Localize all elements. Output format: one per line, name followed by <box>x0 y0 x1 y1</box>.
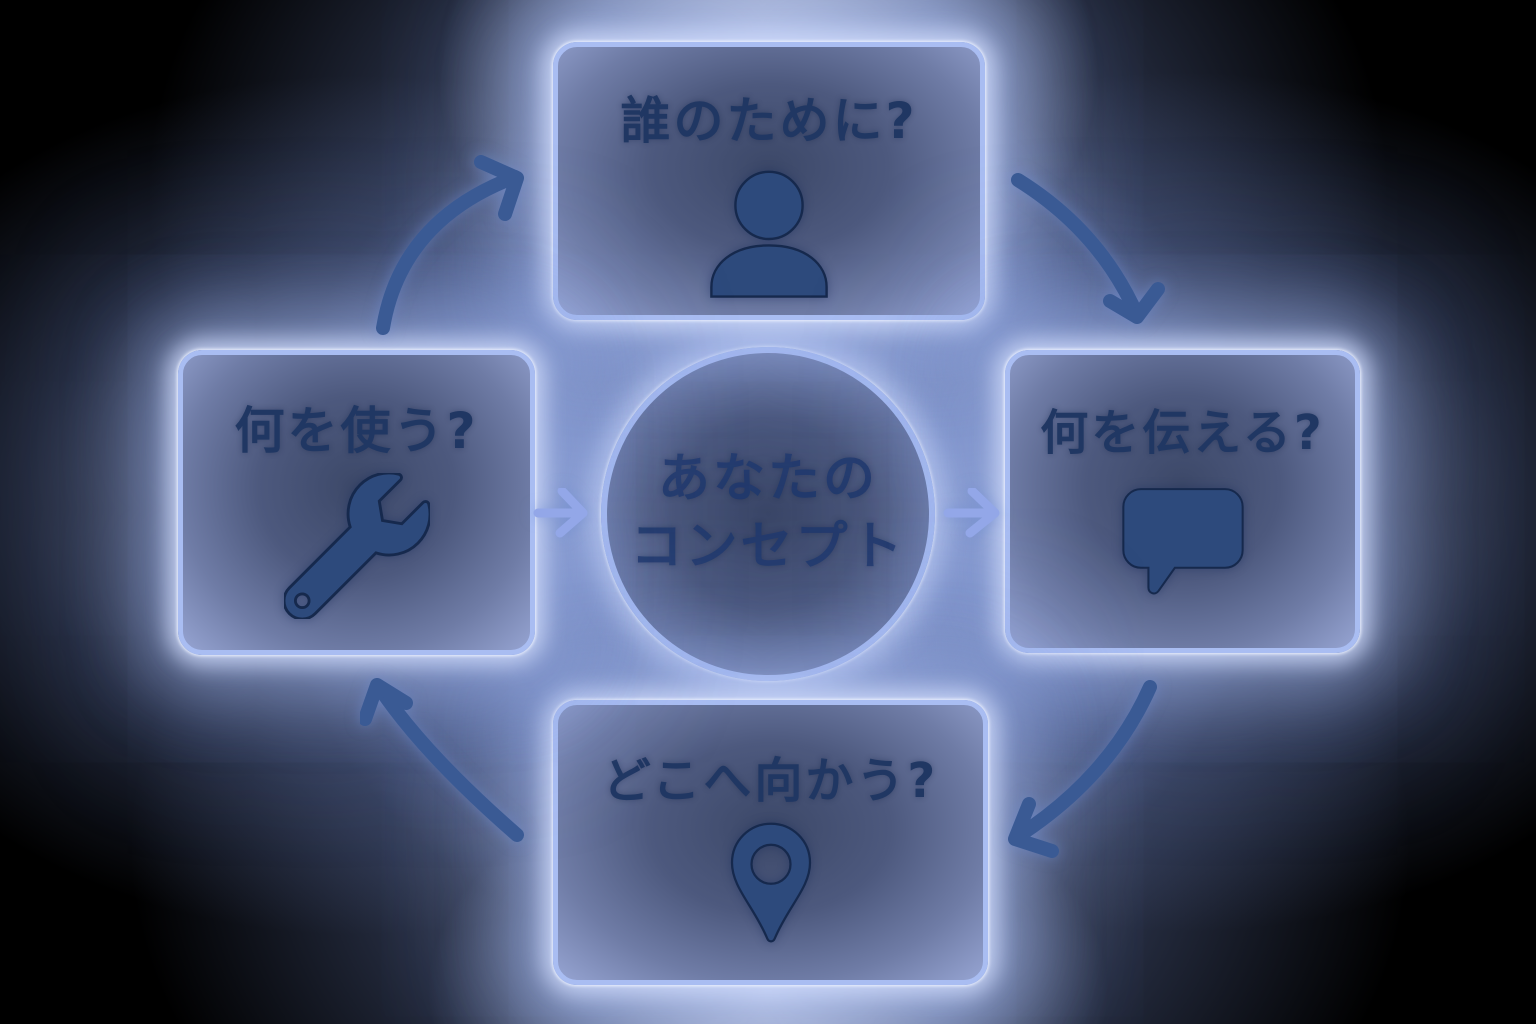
cycle-arrow-left-to-top <box>376 155 524 335</box>
person-icon <box>689 167 849 299</box>
node-where-to-go-label: どこへ向かう? <box>602 753 939 809</box>
center-concept-line1: あなたの <box>657 449 878 510</box>
node-for-whom: 誰のために? <box>553 42 985 320</box>
cycle-arrow-right-to-bottom <box>1008 680 1157 858</box>
location-pin-icon <box>726 819 816 947</box>
speech-bubble-icon <box>1115 481 1251 603</box>
node-what-to-use: 何を使う? <box>178 350 535 655</box>
center-concept-circle: あなたの コンセプト <box>601 347 935 681</box>
straight-arrow-left-box-to-center <box>533 488 588 538</box>
straight-arrow-center-to-right-box <box>943 488 1000 538</box>
wrench-icon <box>283 473 430 619</box>
node-what-to-use-label: 何を使う? <box>234 402 479 460</box>
node-for-whom-label: 誰のために? <box>620 92 918 150</box>
cycle-arrow-bottom-to-left <box>360 678 524 842</box>
node-what-to-convey-label: 何を伝える? <box>1040 405 1325 461</box>
node-where-to-go: どこへ向かう? <box>553 700 988 985</box>
center-concept-line2: コンセプト <box>630 517 906 577</box>
cycle-arrow-top-to-right <box>1011 173 1165 324</box>
node-what-to-convey: 何を伝える? <box>1005 350 1360 653</box>
